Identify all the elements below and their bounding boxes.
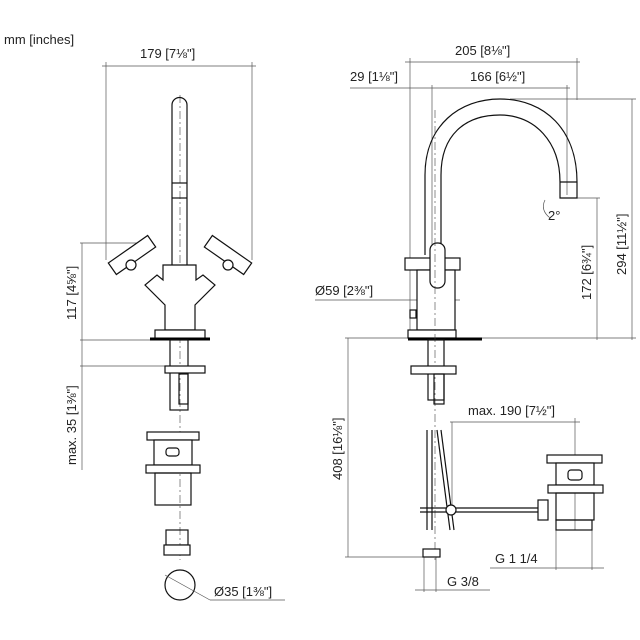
outlet-height-dimension: 172 [6¾"] [579, 245, 594, 300]
drain-reach-dimension: max. 190 [7½"] [468, 403, 555, 418]
side-view: 205 [8⅛"] 29 [1⅛"] 166 [6½"] 294 [11½"] … [315, 43, 636, 592]
dimension-lines [80, 62, 256, 470]
front-view: 179 [7⅛"] 117 [4⅝"] max. 35 [1⅜"] [64, 46, 285, 601]
width-dimension: 179 [7⅛"] [140, 46, 195, 61]
drain-thread-label: G 1 1/4 [495, 551, 538, 566]
max-thickness-dimension: max. 35 [1⅜"] [64, 385, 79, 465]
total-height-dimension: 294 [11½"] [614, 214, 629, 275]
base-diameter-dimension: Ø59 [2⅜"] [315, 283, 373, 298]
angle-dimension: 2° [548, 208, 560, 223]
faucet-side [404, 98, 604, 560]
below-deck-dimension: 408 [16⅛"] [330, 418, 345, 480]
faucet-front [107, 95, 285, 601]
spout-reach-dimension: 166 [6½"] [470, 69, 525, 84]
hole-diameter-dimension: Ø35 [1⅜"] [214, 584, 272, 599]
handle-height-dimension: 117 [4⅝"] [64, 266, 79, 320]
supply-thread-label: G 3/8 [447, 574, 479, 589]
offset-dimension: 29 [1⅛"] [350, 69, 398, 84]
units-label: mm [inches] [4, 32, 74, 47]
total-reach-dimension: 205 [8⅛"] [455, 43, 510, 58]
